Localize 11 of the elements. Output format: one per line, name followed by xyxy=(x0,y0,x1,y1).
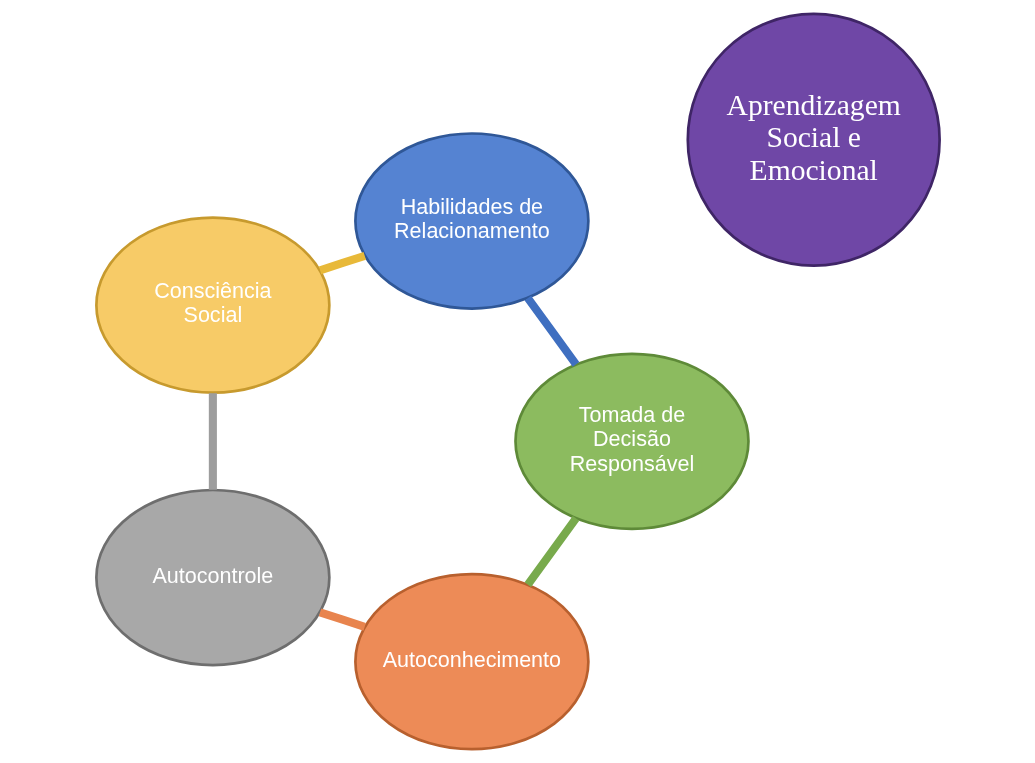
node-ellipse: Autoconhecimento xyxy=(353,572,590,751)
connector xyxy=(524,516,579,588)
node-ellipse: Autocontrole xyxy=(94,488,331,667)
connector xyxy=(524,295,579,367)
node-circle: Aprendizagem Social e Emocional xyxy=(685,12,941,267)
node-ellipse: Consciência Social xyxy=(94,216,331,395)
connector xyxy=(318,251,366,275)
node-ellipse: Habilidades de Relacionamento xyxy=(353,132,590,310)
connector xyxy=(208,393,217,490)
node-ellipse: Tomada de Decisão Responsável xyxy=(513,352,750,531)
connector xyxy=(318,608,366,631)
